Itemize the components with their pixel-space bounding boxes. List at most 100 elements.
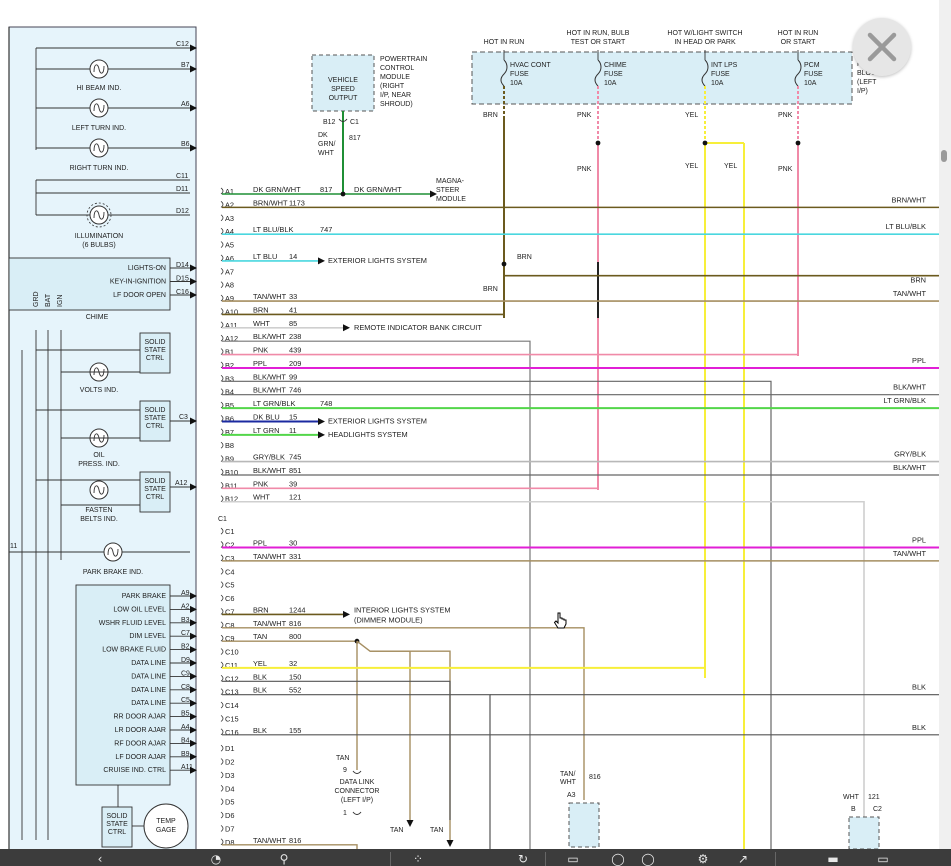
indicator-label: PRESS. IND. <box>78 461 120 468</box>
pin-label: C13 <box>225 688 239 697</box>
circuit-label: 150 <box>289 672 301 681</box>
wire-color-label: BLK/WHT <box>253 386 286 395</box>
circuit-label: 11 <box>289 426 297 435</box>
pin-label: B6 <box>181 141 190 148</box>
wire-label: YEL <box>685 163 698 170</box>
connector-pin-icon <box>220 308 224 315</box>
pin-label: C12 <box>225 674 239 683</box>
circuit-label: 14 <box>289 252 297 261</box>
wire-label: WHT <box>560 779 577 786</box>
wire-label: DK <box>318 132 328 139</box>
wire-color-label: BLK <box>253 672 267 681</box>
arrow-icon <box>318 257 325 265</box>
wire-color-label: LT GRN/BLK <box>253 399 296 408</box>
wire-label: WHT <box>318 150 335 157</box>
connector-pin-icon <box>220 541 224 548</box>
fuse-block-label: (LEFT <box>857 79 877 86</box>
download-icon[interactable]: ▬ <box>827 852 839 866</box>
chime-input-label: KEY-IN-IGNITION <box>110 279 166 286</box>
pin-arrow-icon <box>190 278 197 285</box>
connector-icon <box>338 118 348 122</box>
close-button[interactable] <box>853 18 911 76</box>
wire-color-label: PPL <box>912 536 926 545</box>
wire-label: TAN/ <box>560 771 575 778</box>
wire-color-label: DK BLU <box>253 412 280 421</box>
zoom-out-icon[interactable]: ◔ <box>210 852 222 866</box>
circuit-label: 439 <box>289 346 301 355</box>
wire-color-label: BLK/WHT <box>893 383 926 392</box>
rotate-icon[interactable]: ↻ <box>517 852 529 866</box>
circuit-label: 238 <box>289 332 301 341</box>
pin-label: B9 <box>225 455 234 464</box>
pin-label: A3 <box>567 792 576 799</box>
wire-label: TAN <box>430 827 443 834</box>
wire-label: BRN <box>483 112 498 119</box>
indicator-label: VOLTS IND. <box>80 387 118 394</box>
toolbar-separator <box>775 852 776 866</box>
wire-color-label: TAN/WHT <box>253 836 287 845</box>
ctrl-label: CTRL <box>146 494 164 501</box>
prev-icon[interactable]: ‹ <box>97 852 103 866</box>
settings-icon[interactable]: ⚙ <box>697 852 709 866</box>
pin-arrow-icon <box>190 753 197 761</box>
circuit-label: 155 <box>289 726 301 735</box>
pin-label: C16 <box>176 289 189 296</box>
wire-color-label: GRY/BLK <box>253 453 285 462</box>
wire-color-label: BRN/WHT <box>253 198 288 207</box>
pin-label: D3 <box>225 771 234 780</box>
person-icon[interactable]: ⚲ <box>279 852 289 866</box>
wire-color-label: GRY/BLK <box>894 450 926 459</box>
magna-label: STEER <box>436 187 459 194</box>
destination-label: HEADLIGHTS SYSTEM <box>328 430 408 439</box>
chime-label: CHIME <box>86 314 109 321</box>
ctrl-label: STATE <box>144 347 166 354</box>
scrollbar-track[interactable] <box>939 0 951 850</box>
info-icon[interactable]: ◯ <box>641 852 655 866</box>
fuse-hot-label: HOT W/LIGHT SWITCH <box>667 30 742 37</box>
circuit-label: 816 <box>289 836 301 845</box>
pin-label: D15 <box>176 276 189 283</box>
pin-label: D12 <box>176 208 189 215</box>
circuit-label: 209 <box>289 359 301 368</box>
pin-label: B5 <box>225 401 234 410</box>
fuse-name-label: CHIME <box>604 62 627 69</box>
grid-icon[interactable]: ⁘ <box>412 852 424 866</box>
illum-label: ILLUMINATION <box>75 233 124 240</box>
pin-label: D7 <box>225 824 234 833</box>
scrollbar-thumb[interactable] <box>941 150 947 162</box>
destination-label: EXTERIOR LIGHTS SYSTEM <box>328 416 427 425</box>
magna-label: MODULE <box>436 196 466 203</box>
search-icon[interactable]: ◯ <box>611 852 625 866</box>
pin-label: C15 <box>225 714 239 723</box>
wire-color-label: LT GRN <box>253 426 279 435</box>
wire-color-label: PPL <box>253 539 267 548</box>
connector-pin-icon <box>220 661 224 669</box>
pin-label: B <box>851 806 856 813</box>
wire-label: PNK <box>778 166 793 173</box>
connector-pin-icon <box>220 428 224 436</box>
pin-label: 1 <box>343 810 347 817</box>
pin-label: C8 <box>181 684 190 691</box>
wire-color-label: TAN/WHT <box>253 292 287 301</box>
ctrl-label: CTRL <box>146 423 164 430</box>
fuse-block-label: I/P) <box>857 88 868 95</box>
wire-color-label: TAN <box>253 632 267 641</box>
connector-pin-icon <box>220 554 224 562</box>
warning-input-label: RF DOOR AJAR <box>114 740 166 747</box>
connector-pin-icon <box>220 634 224 642</box>
save-icon[interactable]: ▭ <box>567 852 579 866</box>
fullscreen-icon[interactable]: ▭ <box>877 852 889 866</box>
wire-color-label: LT BLU/BLK <box>253 225 293 234</box>
pin-arrow-icon <box>190 291 197 299</box>
wire-a12 <box>222 340 531 849</box>
dlc-label: (LEFT I/P) <box>341 797 373 804</box>
circuit-label: 851 <box>289 466 301 475</box>
share-icon[interactable]: ↗ <box>737 852 749 866</box>
wire-label: PNK <box>778 112 793 119</box>
pin-arrow-icon <box>190 766 197 774</box>
chime-power-label: IGN <box>57 295 64 307</box>
wire-b12 <box>222 500 865 820</box>
wire-color-label: LT GRN/BLK <box>884 396 927 405</box>
wire-color-label: BLK/WHT <box>253 466 286 475</box>
circuit-label: 748 <box>320 399 332 408</box>
